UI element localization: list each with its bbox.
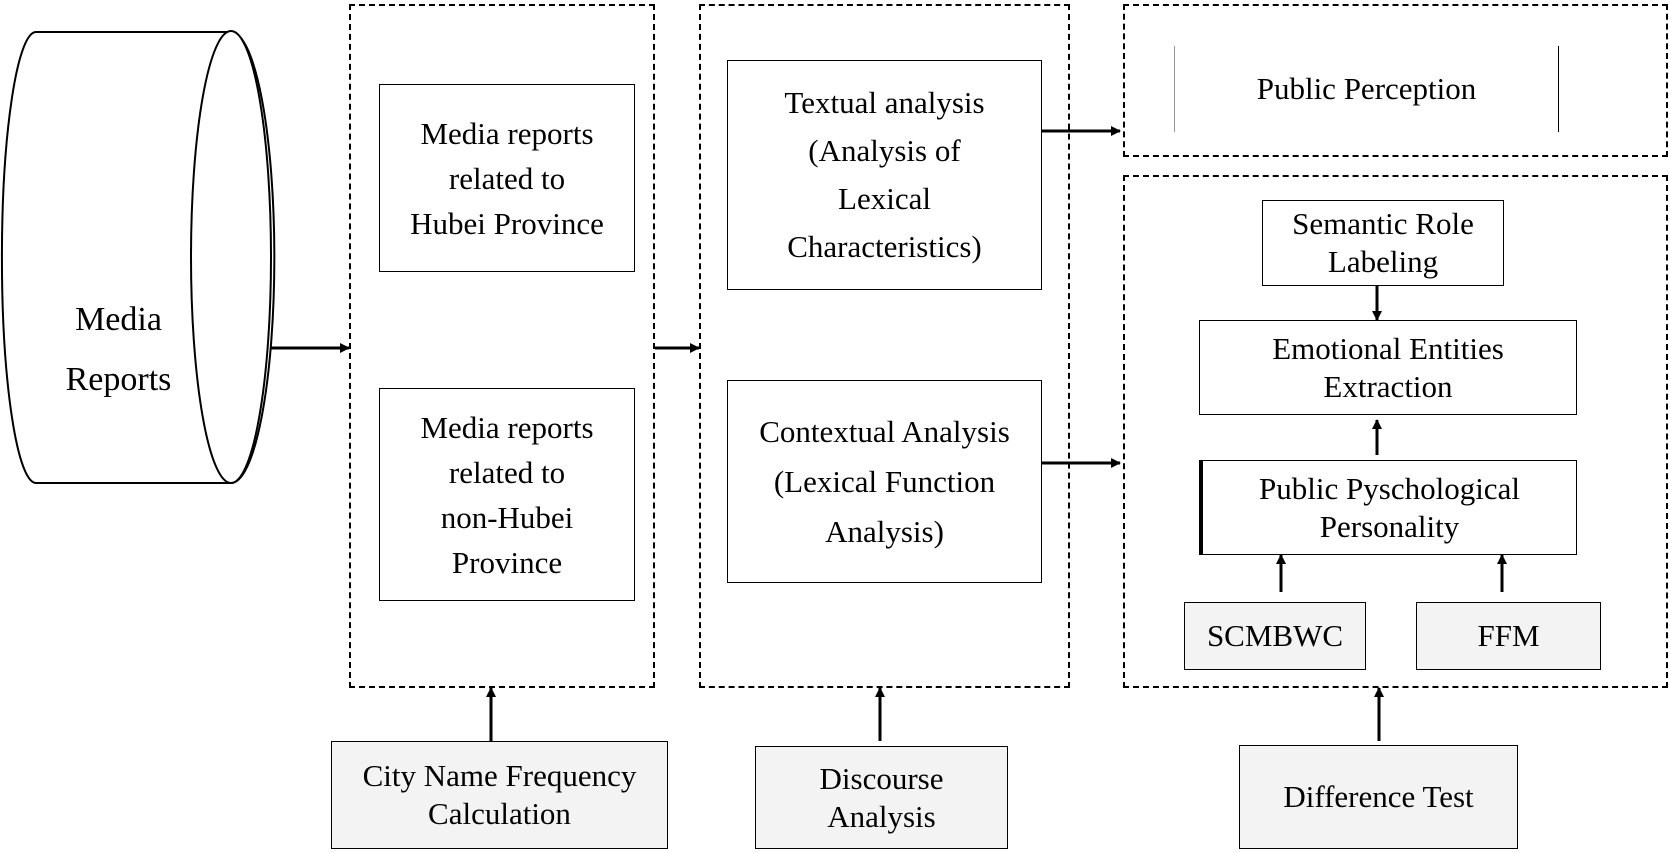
media-reports-label: Media Reports — [65, 301, 172, 398]
scmbwc-box: SCMBWC — [1184, 602, 1366, 670]
stage2-group — [699, 4, 1070, 688]
public-perception-box: Public Perception — [1174, 46, 1559, 132]
ffm-box: FFM — [1416, 602, 1601, 670]
difference-test-box: Difference Test — [1239, 745, 1518, 849]
non-hubei-reports-box: Media reports related to non-Hubei Provi… — [379, 388, 635, 601]
hubei-reports-box: Media reports related to Hubei Province — [379, 84, 635, 272]
personality-analysis-group — [1123, 175, 1668, 688]
public-personality-box: Public Pyschological Personality — [1199, 460, 1577, 555]
contextual-analysis-box: Contextual Analysis (Lexical Function An… — [727, 380, 1042, 583]
media-reports-cylinder-shape — [0, 30, 276, 484]
public-perception-group — [1123, 4, 1668, 157]
semantic-role-labeling-box: Semantic Role Labeling — [1262, 200, 1504, 286]
stage1-group — [349, 4, 655, 688]
city-name-frequency-box: City Name Frequency Calculation — [331, 741, 668, 849]
textual-analysis-box: Textual analysis (Analysis of Lexical Ch… — [727, 60, 1042, 290]
discourse-analysis-box: Discourse Analysis — [755, 746, 1008, 849]
emotional-entities-box: Emotional Entities Extraction — [1199, 320, 1577, 415]
